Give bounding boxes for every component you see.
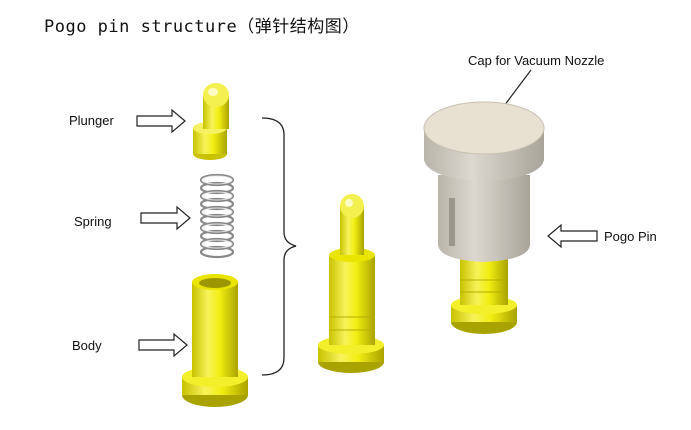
label-pogo-pin: Pogo Pin (604, 229, 657, 244)
label-cap-for-vacuum-nozzle: Cap for Vacuum Nozzle (468, 53, 605, 68)
grouping-bracket (261, 117, 297, 376)
label-spring: Spring (74, 214, 112, 229)
label-plunger: Plunger (69, 113, 114, 128)
arrow-spring (140, 205, 191, 231)
pogo-pin-with-cap (423, 101, 545, 334)
plunger-part (193, 83, 229, 160)
body-part (182, 274, 248, 407)
diagram-title: Pogo pin structure（弹针结构图） (44, 17, 360, 37)
arrow-pogo-pin (547, 223, 598, 249)
arrow-plunger (136, 108, 186, 134)
spring-highlight (201, 175, 233, 249)
spring-part (199, 173, 235, 259)
assembled-pogo-pin (318, 194, 384, 373)
arrow-body (138, 332, 188, 358)
label-body: Body (72, 338, 102, 353)
